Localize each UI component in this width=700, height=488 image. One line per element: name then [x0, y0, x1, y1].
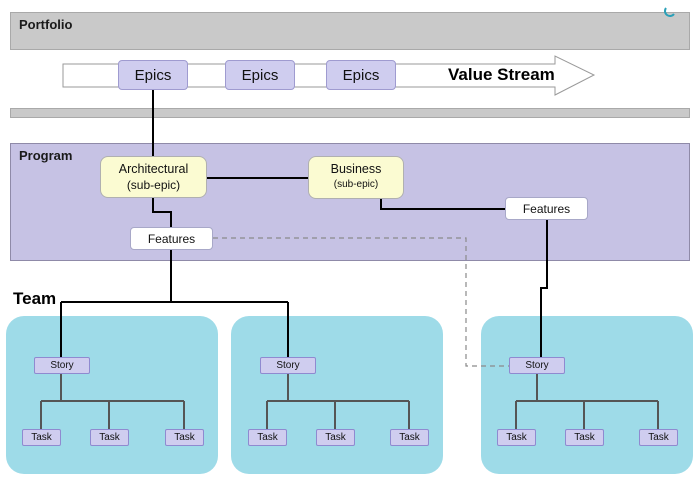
- task-2-3[interactable]: Task: [390, 429, 429, 446]
- task-3-1[interactable]: Task: [497, 429, 536, 446]
- team-box-2: [231, 316, 443, 474]
- team-label: Team: [13, 289, 57, 308]
- portfolio-band: [10, 12, 690, 50]
- portfolio-label: Portfolio: [19, 17, 73, 32]
- half-circle-icon: [664, 7, 675, 17]
- story-1[interactable]: Story: [34, 357, 90, 374]
- epic-2[interactable]: Epics: [225, 60, 295, 90]
- portfolio-band-bottom: [10, 108, 690, 118]
- task-2-2[interactable]: Task: [316, 429, 355, 446]
- task-3-3[interactable]: Task: [639, 429, 678, 446]
- epic-1[interactable]: Epics: [118, 60, 188, 90]
- story-3[interactable]: Story: [509, 357, 565, 374]
- task-1-2[interactable]: Task: [90, 429, 129, 446]
- program-label: Program: [19, 148, 73, 163]
- business-subtitle: (sub-epic): [333, 179, 379, 190]
- team-box-3: [481, 316, 693, 474]
- architectural-title: Architectural: [118, 162, 189, 176]
- features-right[interactable]: Features: [505, 197, 588, 220]
- value-stream-label: Value Stream: [448, 65, 555, 84]
- features-left[interactable]: Features: [130, 227, 213, 250]
- task-1-1[interactable]: Task: [22, 429, 61, 446]
- task-2-1[interactable]: Task: [248, 429, 287, 446]
- architectural-subtitle: (sub-epic): [126, 178, 181, 192]
- epic-3[interactable]: Epics: [326, 60, 396, 90]
- architectural-sub-epic[interactable]: Architectural (sub-epic): [100, 156, 207, 198]
- team-box-1: [6, 316, 218, 474]
- story-2[interactable]: Story: [260, 357, 316, 374]
- task-1-3[interactable]: Task: [165, 429, 204, 446]
- business-title: Business: [330, 162, 382, 176]
- business-sub-epic[interactable]: Business (sub-epic): [308, 156, 404, 199]
- task-3-2[interactable]: Task: [565, 429, 604, 446]
